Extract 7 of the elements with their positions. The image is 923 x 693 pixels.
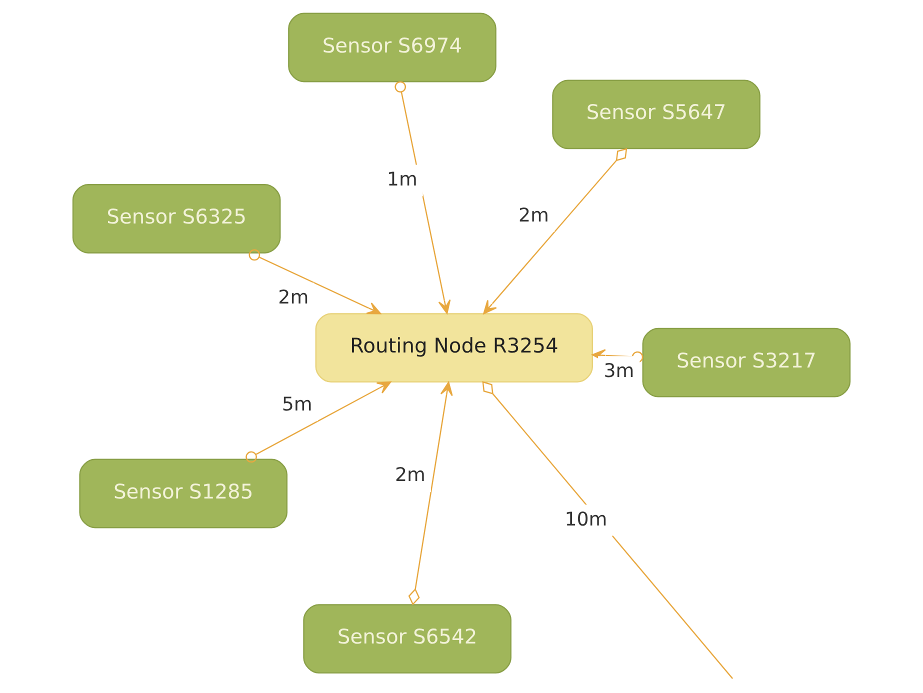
- edge-label: 3m: [604, 360, 634, 382]
- edge-label: 2m: [278, 286, 309, 309]
- edge-label: 2m: [518, 204, 549, 226]
- edge-label: 2m: [394, 464, 426, 486]
- edge-label: 10m: [564, 508, 608, 530]
- edge-label: 1m: [386, 168, 418, 191]
- edge-label: 5m: [282, 393, 312, 416]
